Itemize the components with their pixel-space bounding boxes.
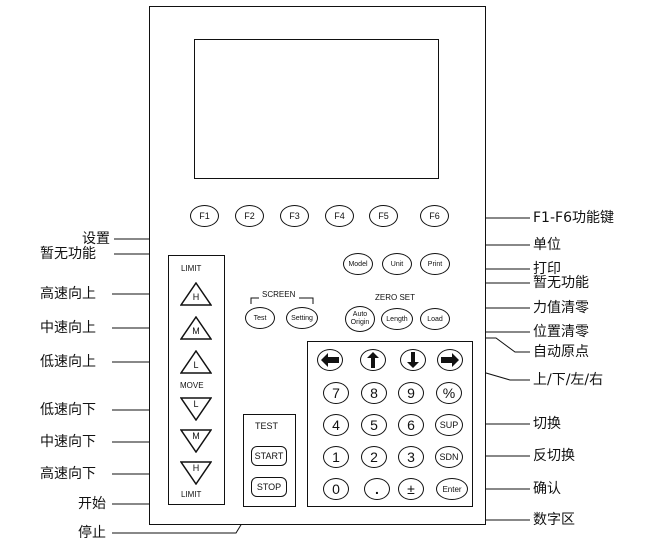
arrow-up-icon — [367, 352, 379, 368]
f4-key[interactable]: F4 — [325, 205, 354, 227]
down-low-speed-button[interactable]: L — [180, 397, 212, 421]
f2-key[interactable]: F2 — [235, 205, 264, 227]
sdn-key[interactable]: SDN — [435, 446, 463, 468]
limit-top-label: LIMIT — [181, 264, 202, 273]
unit-annotation: 单位 — [533, 237, 561, 253]
arrow-right-key[interactable] — [437, 349, 463, 371]
arrows-annotation: 上/下/左/右 — [533, 372, 604, 388]
f6-key[interactable]: F6 — [420, 205, 449, 227]
enter-key[interactable]: Enter — [436, 478, 468, 500]
arrow-down-key[interactable] — [400, 349, 426, 371]
up-mid-speed-button[interactable]: M — [180, 316, 212, 340]
model-annotation: 暂无功能 — [533, 275, 589, 291]
arrow-left-icon — [321, 353, 339, 367]
auto-origin-button[interactable]: Auto Origin — [345, 306, 375, 332]
zero-set-title: ZERO SET — [375, 293, 416, 302]
numeric-annotation: 数字区 — [533, 512, 575, 528]
down-mid-annotation: 中速向下 — [40, 434, 96, 450]
display-screen — [194, 39, 439, 179]
auto-origin-annotation: 自动原点 — [533, 344, 589, 360]
down-mid-label: M — [192, 431, 200, 441]
start-button[interactable]: START — [251, 446, 287, 466]
key-percent[interactable]: % — [436, 382, 462, 404]
limit-bottom-label: LIMIT — [181, 490, 202, 499]
key-decimal[interactable]: . — [364, 478, 390, 500]
start-annotation: 开始 — [78, 496, 106, 512]
print-button[interactable]: Print — [420, 253, 450, 275]
arrow-left-key[interactable] — [317, 349, 343, 371]
key-9[interactable]: 9 — [398, 382, 424, 404]
down-high-speed-button[interactable]: H — [180, 461, 212, 485]
length-zero-button[interactable]: Length — [381, 308, 413, 330]
arrow-right-icon — [441, 353, 459, 367]
up-mid-annotation: 中速向上 — [40, 320, 96, 336]
sup-annotation: 切换 — [533, 416, 561, 432]
key-2[interactable]: 2 — [361, 446, 387, 468]
up-low-annotation: 低速向上 — [40, 354, 96, 370]
up-high-annotation: 高速向上 — [40, 286, 96, 302]
up-mid-label: M — [192, 326, 200, 336]
key-0[interactable]: 0 — [323, 478, 349, 500]
sdn-annotation: 反切换 — [533, 448, 575, 464]
auto-origin-line1: Auto — [352, 311, 368, 318]
key-4[interactable]: 4 — [323, 414, 349, 436]
length-zero-annotation: 位置清零 — [533, 324, 589, 340]
key-5[interactable]: 5 — [361, 414, 387, 436]
down-mid-speed-button[interactable]: M — [180, 429, 212, 453]
key-8[interactable]: 8 — [361, 382, 387, 404]
load-zero-annotation: 力值清零 — [533, 300, 589, 316]
print-annotation: 打印 — [533, 261, 561, 277]
setting-screen-button[interactable]: Setting — [286, 307, 318, 329]
f3-key[interactable]: F3 — [280, 205, 309, 227]
test-screen-annotation: 暂无功能 — [40, 246, 96, 262]
key-3[interactable]: 3 — [398, 446, 424, 468]
enter-annotation: 确认 — [533, 481, 561, 497]
auto-origin-line2: Origin — [350, 319, 370, 326]
down-low-annotation: 低速向下 — [40, 402, 96, 418]
f-keys-annotation: F1-F6功能键 — [533, 210, 614, 226]
f5-key[interactable]: F5 — [369, 205, 398, 227]
key-7[interactable]: 7 — [323, 382, 349, 404]
up-high-label: H — [192, 292, 200, 302]
test-screen-button[interactable]: Test — [245, 307, 275, 329]
f1-key[interactable]: F1 — [190, 205, 219, 227]
setting-annotation: 设置 — [82, 231, 110, 247]
down-high-annotation: 高速向下 — [40, 466, 96, 482]
load-zero-button[interactable]: Load — [420, 308, 450, 330]
screen-group-title: SCREEN — [262, 290, 296, 299]
unit-button[interactable]: Unit — [382, 253, 412, 275]
arrow-down-icon — [407, 352, 419, 368]
down-low-label: L — [193, 399, 199, 409]
key-6[interactable]: 6 — [398, 414, 424, 436]
up-low-speed-button[interactable]: L — [180, 350, 212, 374]
up-high-speed-button[interactable]: H — [180, 282, 212, 306]
down-high-label: H — [192, 463, 200, 473]
test-group-title: TEST — [255, 421, 279, 431]
arrow-up-key[interactable] — [360, 349, 386, 371]
sup-key[interactable]: SUP — [435, 414, 463, 436]
key-plus-minus[interactable]: ± — [398, 478, 424, 500]
stop-button[interactable]: STOP — [251, 477, 287, 497]
stop-annotation: 停止 — [78, 525, 106, 541]
move-label: MOVE — [180, 381, 204, 390]
key-1[interactable]: 1 — [323, 446, 349, 468]
up-low-label: L — [193, 360, 199, 370]
model-button[interactable]: Model — [343, 253, 373, 275]
